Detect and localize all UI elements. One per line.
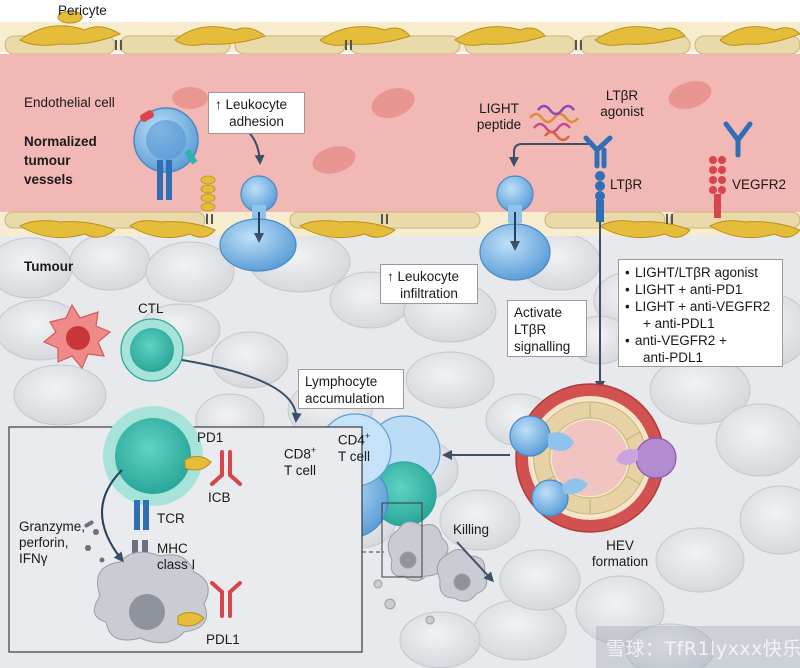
pdl1-label: PDL1 <box>206 632 240 647</box>
cd8-sup: + <box>310 445 317 455</box>
pericyte-label: Pericyte <box>58 3 107 18</box>
therapy-item: anti-VEGFR2 + <box>625 332 776 349</box>
therapy-item: LIGHT + anti-PD1 <box>625 281 776 298</box>
pd1-label: PD1 <box>197 430 224 445</box>
ltbr-agonist-icon <box>583 135 613 169</box>
endothelial-cell-label: Endothelial cell <box>24 95 115 110</box>
granzyme-line-3: IFNγ <box>19 551 48 566</box>
leukocyte-adhesion-box: ↑ Leukocyte adhesion <box>208 92 305 134</box>
light-peptide-icon <box>529 104 579 142</box>
watermark-band <box>596 626 800 668</box>
dendritic-cell <box>42 303 112 370</box>
vegfr2-label: VEGFR2 <box>732 177 787 192</box>
leukocyte-infiltration-box: ↑ Leukocyte infiltration <box>380 264 478 304</box>
adhesion-line-2: adhesion <box>229 114 284 129</box>
hev-line-2: formation <box>591 554 649 569</box>
cd4-text: CD4 <box>337 432 365 448</box>
adhering-leukocyte <box>133 107 216 212</box>
therapy-item-continuation: + anti-PDL1 <box>643 316 715 331</box>
infiltration-line-2: infiltration <box>400 286 458 301</box>
therapy-item-continuation: anti-PDL1 <box>643 350 704 365</box>
granzyme-line-1: Granzyme, <box>19 519 86 534</box>
ltbr-agonist-line-2: agonist <box>600 104 644 119</box>
ltbr-agonist-line-1: LTβR <box>605 88 639 103</box>
activate-line-3: signalling <box>514 339 571 354</box>
normalized-line-2: tumour <box>24 153 71 168</box>
light-peptide-line-1: LIGHT <box>479 101 519 116</box>
light-peptide-label: LIGHT peptide <box>468 101 530 133</box>
cd4-sup: + <box>364 431 371 441</box>
infiltration-line-1: ↑ Leukocyte <box>387 269 460 284</box>
normalized-line-1: Normalized <box>24 134 97 149</box>
apoptotic-tumour-cells <box>373 521 488 625</box>
normalized-vessels-label: Normalized tumour vessels <box>24 132 97 189</box>
therapy-item: LIGHT/LTβR agonist <box>625 264 776 281</box>
mhc-line-1: MHC <box>157 541 188 556</box>
vessel-lumen <box>0 54 800 214</box>
cd8-t-cell-text: T cell <box>283 462 316 478</box>
transmigrating-leukocyte-right <box>479 175 551 281</box>
normalized-line-3: vessels <box>24 172 73 187</box>
lymphocyte-accumulation-box: Lymphocyte accumulation <box>298 369 404 409</box>
killing-arrow <box>456 541 495 583</box>
accumulation-line-2: accumulation <box>305 391 385 406</box>
hev-line-1: HEV <box>606 538 634 553</box>
granzyme-label: Granzyme, perforin, IFNγ <box>19 519 85 567</box>
mhc-label: MHC class I <box>157 541 195 573</box>
transmigrating-leukocyte-left <box>219 175 297 272</box>
cd8-t-cell-label: CD8+ T cell <box>276 442 324 479</box>
activate-line-1: Activate <box>514 305 563 320</box>
light-peptide-line-2: peptide <box>476 117 522 132</box>
lower-vessel-wall <box>0 211 800 239</box>
tcr-label: TCR <box>157 511 185 526</box>
therapy-list-box: LIGHT/LTβR agonist LIGHT + anti-PD1 LIGH… <box>618 259 783 367</box>
mhc-line-2: class I <box>157 557 196 572</box>
activate-ltbr-box: Activate LTβR signalling <box>507 300 587 357</box>
hev-formation-label: HEV formation <box>580 538 660 570</box>
therapy-list: LIGHT/LTβR agonist LIGHT + anti-PD1 LIGH… <box>625 264 776 366</box>
ltbr-receptor-icon <box>595 171 605 391</box>
cd8-text: CD8 <box>283 446 311 462</box>
synapse-inset <box>8 406 423 653</box>
activate-line-2: LTβR <box>514 322 547 337</box>
upper-vessel-wall <box>0 10 800 55</box>
ltbr-label: LTβR <box>610 177 643 192</box>
granzyme-line-2: perforin, <box>19 535 69 550</box>
agonist-arrow <box>509 143 590 167</box>
ctl-cell <box>120 318 302 423</box>
watermark-text: 雪球：TfR1lyxxx快乐鼠鼠 <box>606 638 800 660</box>
vegfr2-icon <box>709 121 753 218</box>
cd4-t-cell-text: T cell <box>337 448 370 464</box>
adhesion-line-1: ↑ Leukocyte <box>215 97 288 112</box>
tumour-label: Tumour <box>24 259 74 274</box>
hev-migrating-lymphocytes <box>509 415 677 517</box>
therapy-item: LIGHT + anti-VEGFR2 <box>625 298 776 315</box>
ltbr-agonist-label: LTβR agonist <box>592 88 652 120</box>
accumulation-line-1: Lymphocyte <box>305 374 378 389</box>
ctl-label: CTL <box>138 301 164 316</box>
cd4-t-cell-label: CD4+ T cell <box>330 428 378 465</box>
killing-label: Killing <box>453 522 490 537</box>
icb-label: ICB <box>208 490 231 505</box>
